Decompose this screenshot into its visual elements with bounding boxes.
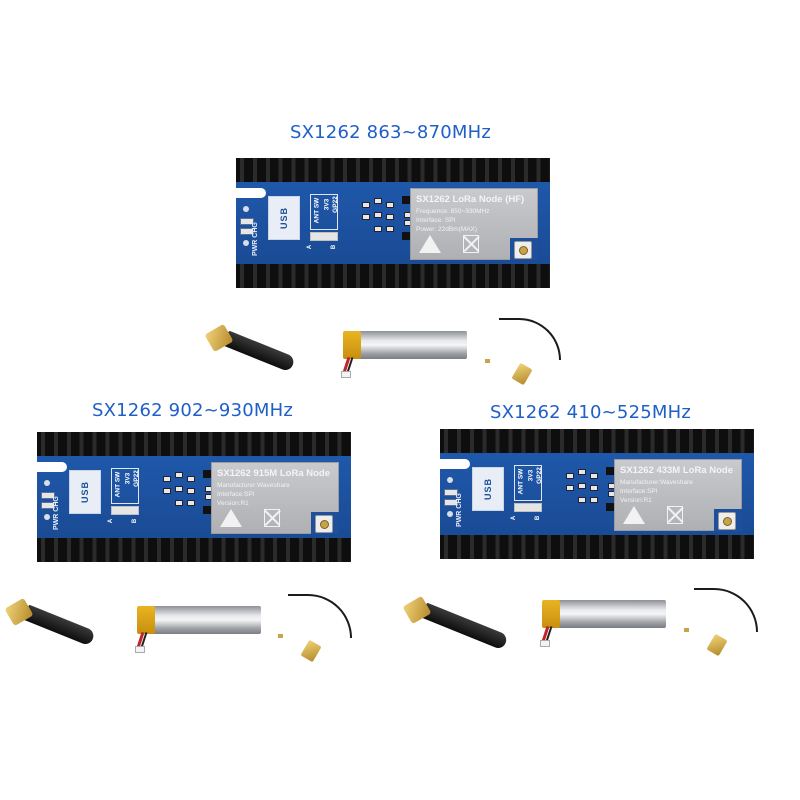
weee-bin-icon [667,506,683,524]
pwr-led-icon [240,228,254,235]
antenna-accessory [204,322,298,373]
battery-accessory [341,331,467,378]
lora-module-shield: SX1262 433M LoRa Node Manufacturer:Waves… [614,459,742,531]
pad-icon [243,240,249,246]
regulator-chip [606,503,620,511]
smd-component [374,226,382,232]
esd-warning-icon [623,506,645,524]
pad-icon [447,511,453,517]
lora-board-915: PWR CHG USB ANT SW 3V3 GP22 A B SX1262 9… [37,432,351,562]
pigtail-cable-accessory [278,592,358,663]
pwr-chg-label: PWR CHG [456,493,463,527]
antenna-accessory [4,596,98,647]
smd-component [386,214,394,220]
smd-component [374,212,382,218]
usb-connector: USB [472,467,504,511]
regulator-chip [203,506,217,514]
smd-component [386,226,394,232]
pin-header-bottom [236,264,550,288]
pwr-led-icon [41,502,55,509]
variant-title: SX1262 902~930MHz [92,400,293,421]
smd-component [386,202,394,208]
lora-board-863: PWR CHG USB ANT SW 3V3 GP22 A B SX1262 L… [236,158,550,288]
pwr-led-icon [444,499,458,506]
lora-module-shield: SX1262 915M LoRa Node Manufacturer:Waves… [211,462,339,534]
antenna-accessory [402,594,509,651]
sma-connector-icon [511,362,533,386]
usb-connector: USB [69,470,101,514]
chg-led-icon [41,492,55,499]
pin-header-top [236,158,550,182]
pigtail-cable-accessory [485,315,565,386]
variant-title: SX1262 410~525MHz [490,402,691,423]
module-name: SX1262 915M LoRa Node [217,468,330,479]
smd-component [374,198,382,204]
pwr-chg-label: PWR CHG [252,222,259,256]
smd-component [362,202,370,208]
pwr-chg-label: PWR CHG [53,496,60,530]
regulator-chip [402,232,416,240]
ant-sw-label-block: ANT SW 3V3 GP22 [310,194,339,230]
transistor-chip [402,196,416,204]
pad-icon [44,514,50,520]
module-name: SX1262 433M LoRa Node [620,465,733,476]
chg-led-icon [444,489,458,496]
pad-icon [447,477,453,483]
esd-warning-icon [419,235,441,253]
usb-connector: USB [268,196,300,240]
pad-icon [243,206,249,212]
battery-accessory [540,600,666,647]
transistor-chip [606,467,620,475]
lora-module-shield: SX1262 LoRa Node (HF) Frequence: 850~930… [410,188,538,260]
ant-sw-label-block: ANT SW 3V3 GP22 [514,465,543,501]
antenna-switch-jumper [514,503,542,512]
chg-led-icon [240,218,254,225]
weee-bin-icon [463,235,479,253]
ufl-antenna-connector [514,241,532,259]
lora-board-433: PWR CHG USB ANT SW 3V3 GP22 A B SX1262 4… [440,429,754,559]
weee-bin-icon [264,509,280,527]
sma-connector-icon [300,639,322,663]
ant-sw-label-block: ANT SW 3V3 GP22 [111,468,140,504]
pcb: PWR CHG USB ANT SW 3V3 GP22 A B SX1262 L… [236,182,550,264]
antenna-switch-jumper [310,232,338,241]
ufl-antenna-connector [718,512,736,530]
battery-accessory [135,606,261,653]
variant-title: SX1262 863~870MHz [290,122,491,143]
transistor-chip [203,470,217,478]
esd-warning-icon [220,509,242,527]
ufl-antenna-connector [315,515,333,533]
pigtail-cable-accessory [684,586,764,657]
sma-connector-icon [706,633,728,657]
pad-icon [44,480,50,486]
smd-component [362,214,370,220]
module-name: SX1262 LoRa Node (HF) [416,194,525,205]
board-notch [236,188,266,198]
antenna-switch-jumper [111,506,139,515]
